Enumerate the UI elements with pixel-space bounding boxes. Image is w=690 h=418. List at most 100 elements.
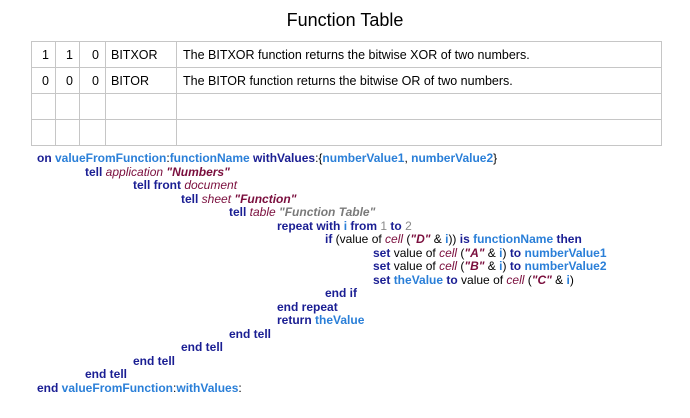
code-line: tell front document: [37, 178, 607, 193]
table-cell[interactable]: The BITOR function returns the bitwise O…: [176, 67, 662, 94]
code-token: "Function Table": [279, 205, 376, 219]
applescript-code-block: on valueFromFunction:functionName withVa…: [37, 151, 607, 396]
code-line: end tell: [37, 340, 607, 355]
table-cell[interactable]: 1: [55, 41, 80, 68]
page-title: Function Table: [286, 10, 404, 30]
table-cell[interactable]: [55, 93, 80, 120]
code-line: repeat with i from 1 to 2: [37, 218, 607, 234]
table-cell[interactable]: BITOR: [105, 67, 177, 94]
table-row: [31, 93, 662, 120]
table-cell[interactable]: [31, 119, 56, 146]
code-line: on valueFromFunction:functionName withVa…: [37, 151, 607, 166]
code-line: tell table "Function Table": [37, 205, 607, 220]
code-token: end tell: [181, 340, 224, 354]
table-row: [31, 119, 662, 146]
code-token: i: [499, 259, 503, 273]
code-token: "Function": [234, 191, 297, 206]
code-token: :: [173, 380, 177, 395]
code-token: set: [373, 272, 394, 287]
code-token: :: [166, 151, 170, 165]
table-cell[interactable]: [105, 93, 177, 120]
code-line: set theValue to value of cell ("C" & i): [37, 272, 607, 288]
table-cell[interactable]: The BITXOR function returns the bitwise …: [176, 41, 662, 68]
code-token: withValues: [176, 380, 239, 395]
code-token: )): [448, 232, 460, 246]
code-token: value of: [461, 272, 507, 287]
code-token: (value of: [335, 232, 386, 246]
code-token: end repeat: [277, 299, 338, 314]
table-cell[interactable]: [176, 119, 662, 146]
code-token: valueFromFunction: [55, 151, 167, 165]
code-token: end tell: [229, 326, 272, 341]
table-cell[interactable]: 0: [31, 67, 56, 94]
table-cell[interactable]: [31, 93, 56, 120]
code-token: to: [443, 272, 462, 287]
code-line: set value of cell ("A" & i) to numberVal…: [37, 245, 607, 261]
code-token: theValue: [315, 313, 365, 327]
code-token: return: [277, 313, 316, 327]
code-token: document: [184, 178, 238, 192]
table-cell[interactable]: BITXOR: [105, 41, 177, 68]
code-token: &: [484, 259, 500, 273]
code-token: theValue: [393, 272, 444, 287]
table-cell[interactable]: [105, 119, 177, 146]
code-token: "D": [410, 232, 431, 246]
code-token: from: [347, 218, 381, 233]
code-token: to: [509, 245, 525, 260]
code-token: functionName: [473, 232, 554, 246]
code-token: on: [37, 151, 55, 165]
code-token: ): [502, 259, 510, 273]
table-cell[interactable]: 1: [31, 41, 56, 68]
code-token: numberValue2: [524, 259, 607, 273]
code-token: tell: [181, 191, 202, 206]
table-cell[interactable]: 0: [79, 67, 106, 94]
code-token: cell: [385, 232, 407, 246]
code-line: tell sheet "Function": [37, 191, 607, 207]
code-token: numberValue1: [322, 151, 405, 165]
code-token: "A": [464, 245, 485, 260]
code-line: end if: [37, 286, 607, 301]
code-token: "Numbers": [166, 164, 230, 179]
code-token: value of: [393, 245, 440, 260]
table-cell[interactable]: [55, 119, 80, 146]
code-token: if: [325, 232, 336, 246]
code-token: &: [551, 272, 567, 287]
code-token: valueFromFunction: [61, 380, 174, 395]
code-token: ,: [404, 151, 412, 165]
code-token: "C": [531, 272, 552, 287]
code-line: end tell: [37, 354, 607, 369]
code-line: end repeat: [37, 299, 607, 315]
code-token: set: [373, 259, 394, 273]
code-token: repeat with: [277, 218, 344, 233]
code-token: to: [509, 259, 525, 273]
code-line: end tell: [37, 367, 607, 382]
code-token: sheet: [201, 191, 235, 206]
code-token: numberValue1: [524, 245, 607, 260]
code-token: 1: [380, 218, 388, 233]
code-token: 2: [405, 218, 412, 233]
code-token: cell: [506, 272, 528, 287]
code-token: ): [502, 245, 510, 260]
table-cell[interactable]: 0: [55, 67, 80, 94]
code-line: end tell: [37, 326, 607, 342]
code-line: end valueFromFunction:withValues:: [37, 380, 607, 396]
code-token: (: [527, 272, 532, 287]
code-token: &: [430, 232, 446, 246]
code-token: i: [499, 245, 503, 260]
code-token: i: [445, 232, 449, 246]
table-cell[interactable]: 0: [79, 41, 106, 68]
code-token: end tell: [85, 367, 128, 381]
code-line: tell application "Numbers": [37, 164, 607, 180]
code-token: (: [406, 232, 411, 246]
code-line: if (value of cell ("D" & i)) is function…: [37, 232, 607, 247]
code-token: tell: [229, 205, 250, 219]
table-cell[interactable]: [176, 93, 662, 120]
code-token: table: [249, 205, 280, 219]
table-cell[interactable]: [79, 93, 106, 120]
code-token: &: [484, 245, 500, 260]
code-token: (: [460, 259, 465, 273]
code-token: functionName: [169, 151, 250, 165]
table-cell[interactable]: [79, 119, 106, 146]
